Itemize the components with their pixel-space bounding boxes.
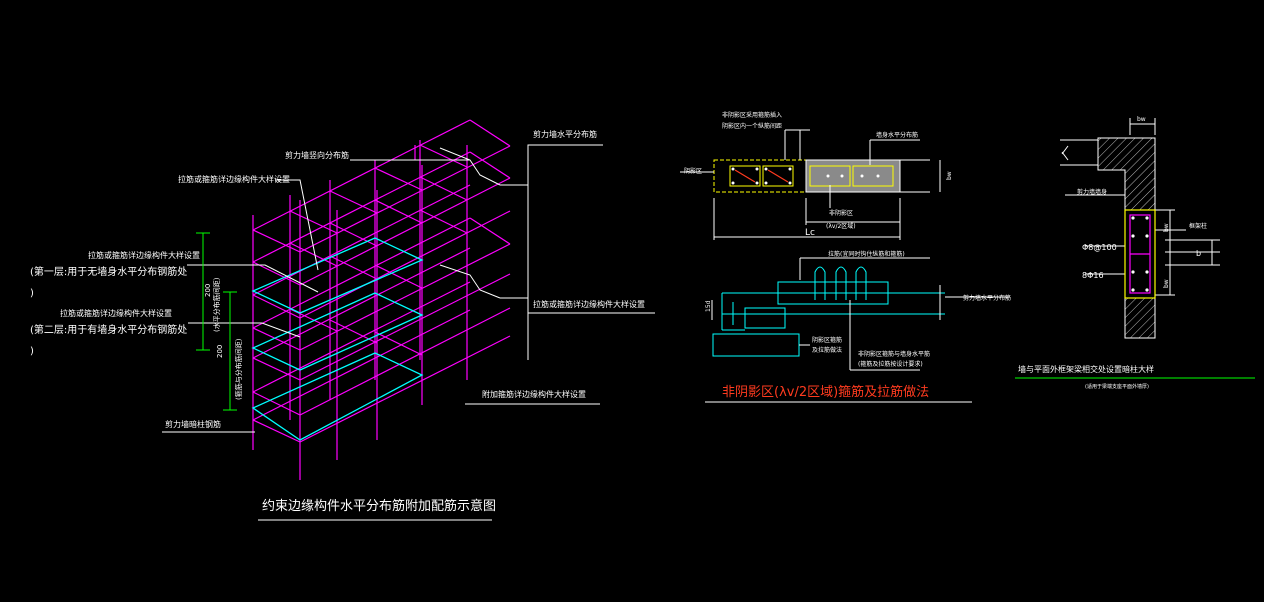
left-title: 约束边缘构件水平分布筋附加配筋示意图 [262,498,496,514]
right-title: 墙与平面外框架梁相交处设置暗柱大样 [1018,364,1154,374]
label-layer1-head: 拉筋或箍筋详边缘构件大样设置 [88,250,200,260]
right-label-shear-wall: 剪力墙墙身 [1077,188,1107,196]
right-label-b: b [1196,249,1201,258]
right-label-rebar-2: 8Φ16 [1082,271,1104,280]
rebar-cage-drawing [162,119,655,480]
dim-200-bottom: 200 [216,345,224,358]
mid-note-top-1: 非阴影区采用箍筋插入 [722,111,782,119]
dim-vert-note-top: (水平分布筋间距) [212,277,221,332]
label-layer2-note: (第二层:用于有墙身水平分布钢筋处 [30,323,187,336]
label-layer1-note: (第一层:用于无墙身水平分布钢筋处 [30,265,187,278]
mid-label-shadow-stirrup-1: 阴影区箍筋 [812,336,842,344]
mid-label-lambda: (λv/2区域) [826,222,856,230]
mid-label-nonshadow-bottom-2: (箍筋及拉筋按设计要求) [858,360,923,368]
label-column-bars: 剪力墙暗柱钢筋 [165,419,221,429]
dim-200-top: 200 [204,284,212,297]
mid-label-wall-dist: 墙身水平分布筋 [876,131,918,139]
label-horizontal-dist: 剪力墙水平分布筋 [533,129,597,139]
right-label-bw-side-2: bw [1163,279,1170,288]
right-label-rebar-1: Φ8@100 [1082,243,1117,252]
right-label-bw-top: bw [1137,116,1146,123]
mid-label-lc: Lc [805,228,815,238]
label-layer2-close: ) [30,346,34,357]
wall-column-section-drawing [1015,118,1255,379]
right-subtitle: (适用于梁端支座平面外墙厚) [1085,383,1149,390]
mid-label-tie-note: 拉筋(宜同时钩住纵筋和箍筋) [828,250,905,258]
mid-label-shadow-stirrup-2: 及拉筋做法 [812,346,842,354]
mid-label-nonshadow: 非阴影区 [829,209,853,217]
mid-label-shadow: 阴影区 [684,167,702,175]
dim-vert-note-bottom: (箍筋与分布筋间距) [234,338,243,400]
mid-label-wall-horiz: 剪力墙水平分布筋 [963,294,1011,302]
label-layer1-close: ) [30,288,34,299]
label-layer2-head: 拉筋或箍筋详边缘构件大样设置 [60,308,172,318]
mid-note-top-2: 阴影区内一个纵筋间距 [722,122,782,130]
nonshadow-detail-drawing [680,129,1010,403]
middle-title: 非阴影区(λv/2区域)箍筋及拉筋做法 [722,384,929,400]
label-additional-stirrup: 附加箍筋详边缘构件大样设置 [482,389,586,399]
right-label-bw-side-1: bw [1163,223,1170,232]
label-tie-detail-mid: 拉筋或箍筋详边缘构件大样设置 [533,299,645,309]
label-tie-detail-top: 拉筋或箍筋详边缘构件大样设置 [178,174,290,184]
right-label-column: 框架柱 [1189,222,1207,230]
label-vertical-dist: 剪力墙竖向分布筋 [285,150,349,160]
mid-label-bw: bw [946,171,953,180]
mid-label-15d: 15d [705,300,712,312]
mid-label-nonshadow-bottom-1: 非阴影区箍筋与墙身水平筋 [858,350,930,358]
